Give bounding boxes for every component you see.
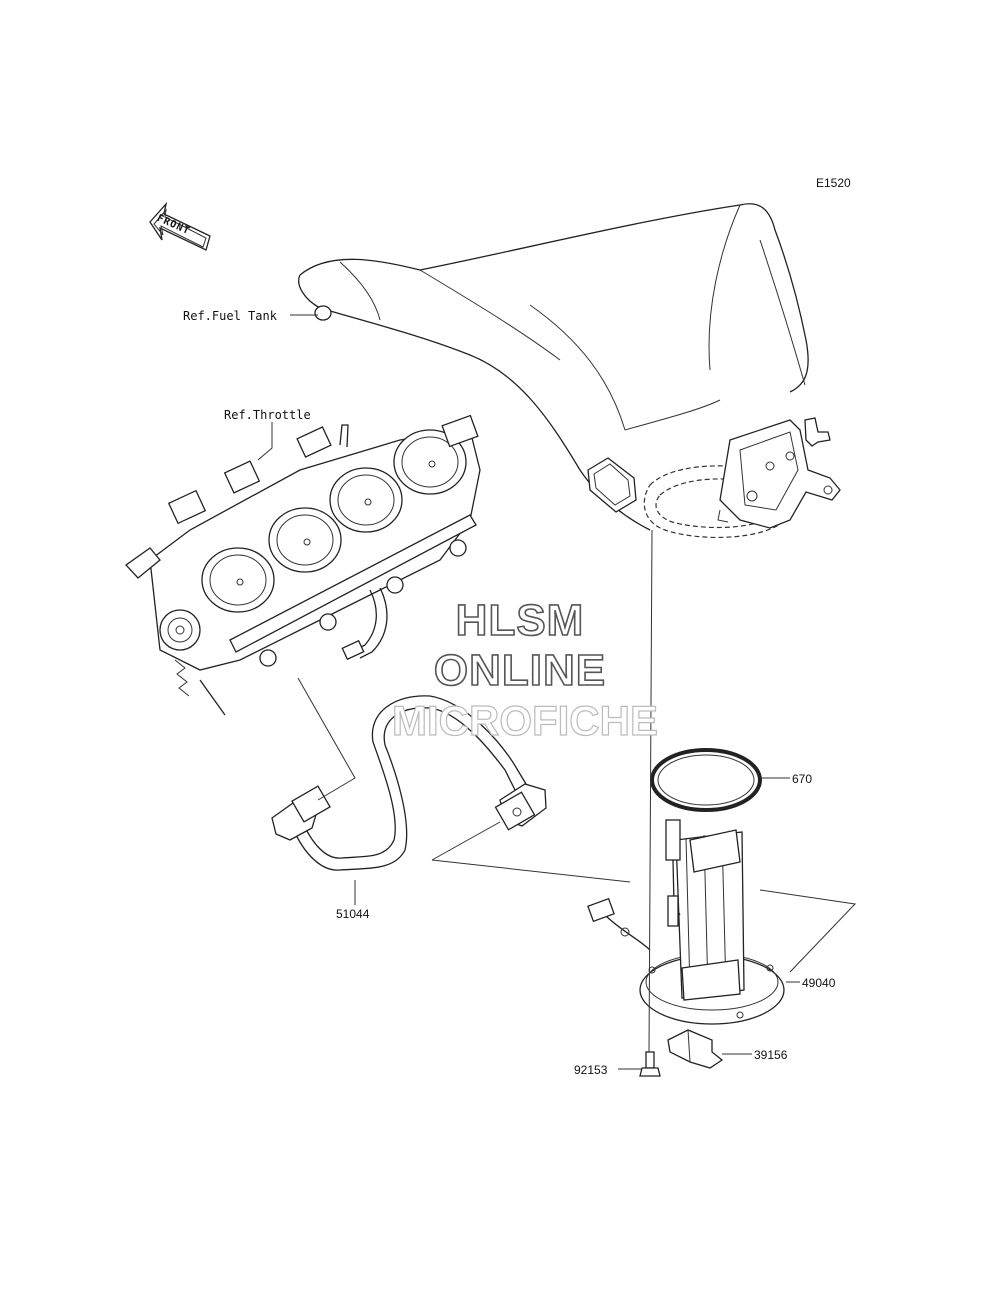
fuel-tank-outline bbox=[298, 203, 841, 539]
diagram-code: E1520 bbox=[816, 176, 851, 190]
ref-throttle-label[interactable]: Ref.Throttle bbox=[224, 408, 311, 422]
bolt-part bbox=[639, 1051, 661, 1077]
leader-lines bbox=[257, 314, 857, 1070]
part-number-51044[interactable]: 51044 bbox=[336, 907, 370, 921]
fuel-hose bbox=[271, 695, 547, 871]
throttle-body-assembly bbox=[125, 414, 481, 716]
part-number-670[interactable]: 670 bbox=[792, 772, 813, 786]
ref-fuel-tank-label[interactable]: Ref.Fuel Tank bbox=[183, 309, 277, 323]
watermark-line-2: ONLINE bbox=[433, 645, 607, 696]
front-arrow-icon bbox=[149, 201, 211, 251]
watermark-line-3: MICROFICHE bbox=[391, 696, 658, 744]
part-number-92153[interactable]: 92153 bbox=[574, 1063, 608, 1077]
gasket-ring bbox=[650, 748, 762, 812]
watermark-line-1: HLSM bbox=[455, 595, 585, 646]
part-number-39156[interactable]: 39156 bbox=[754, 1048, 788, 1062]
part-number-49040[interactable]: 49040 bbox=[802, 976, 836, 990]
fuel-pump-assembly bbox=[587, 819, 785, 1025]
bracket-part bbox=[667, 1029, 724, 1069]
